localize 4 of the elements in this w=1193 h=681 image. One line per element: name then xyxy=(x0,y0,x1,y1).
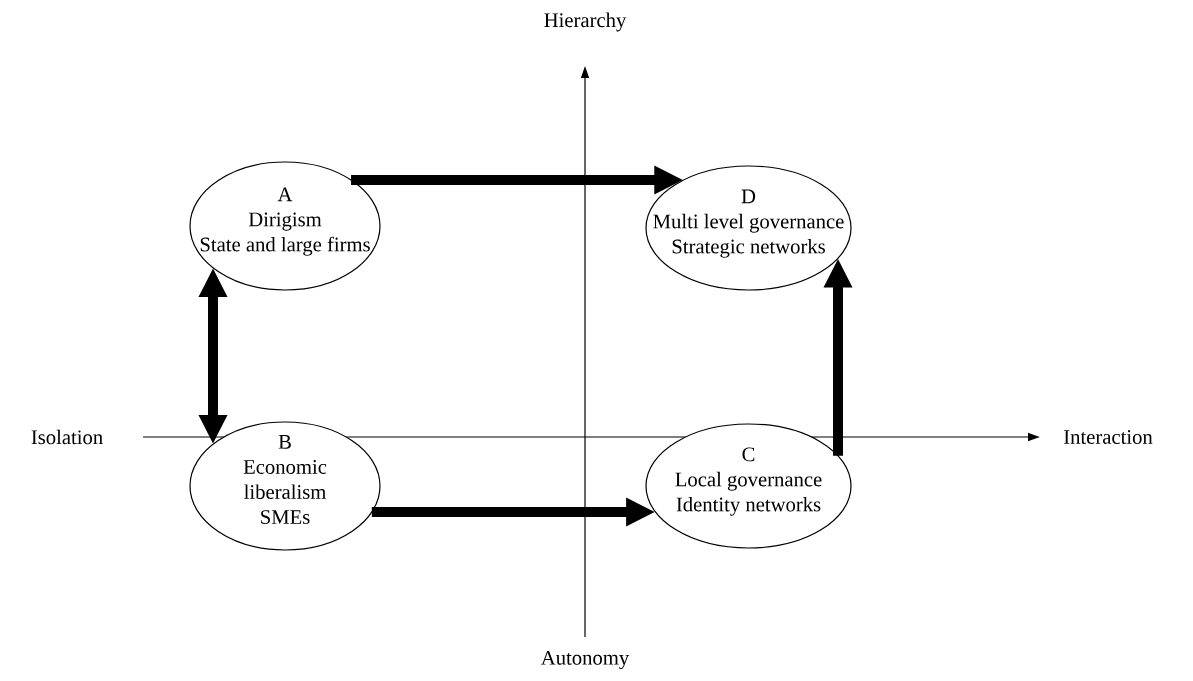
axis-label: Autonomy xyxy=(541,650,630,670)
axis-label: Hierarchy xyxy=(544,12,627,32)
axis-label: Interaction xyxy=(1064,430,1153,444)
axis-label: Isolation xyxy=(31,429,103,445)
